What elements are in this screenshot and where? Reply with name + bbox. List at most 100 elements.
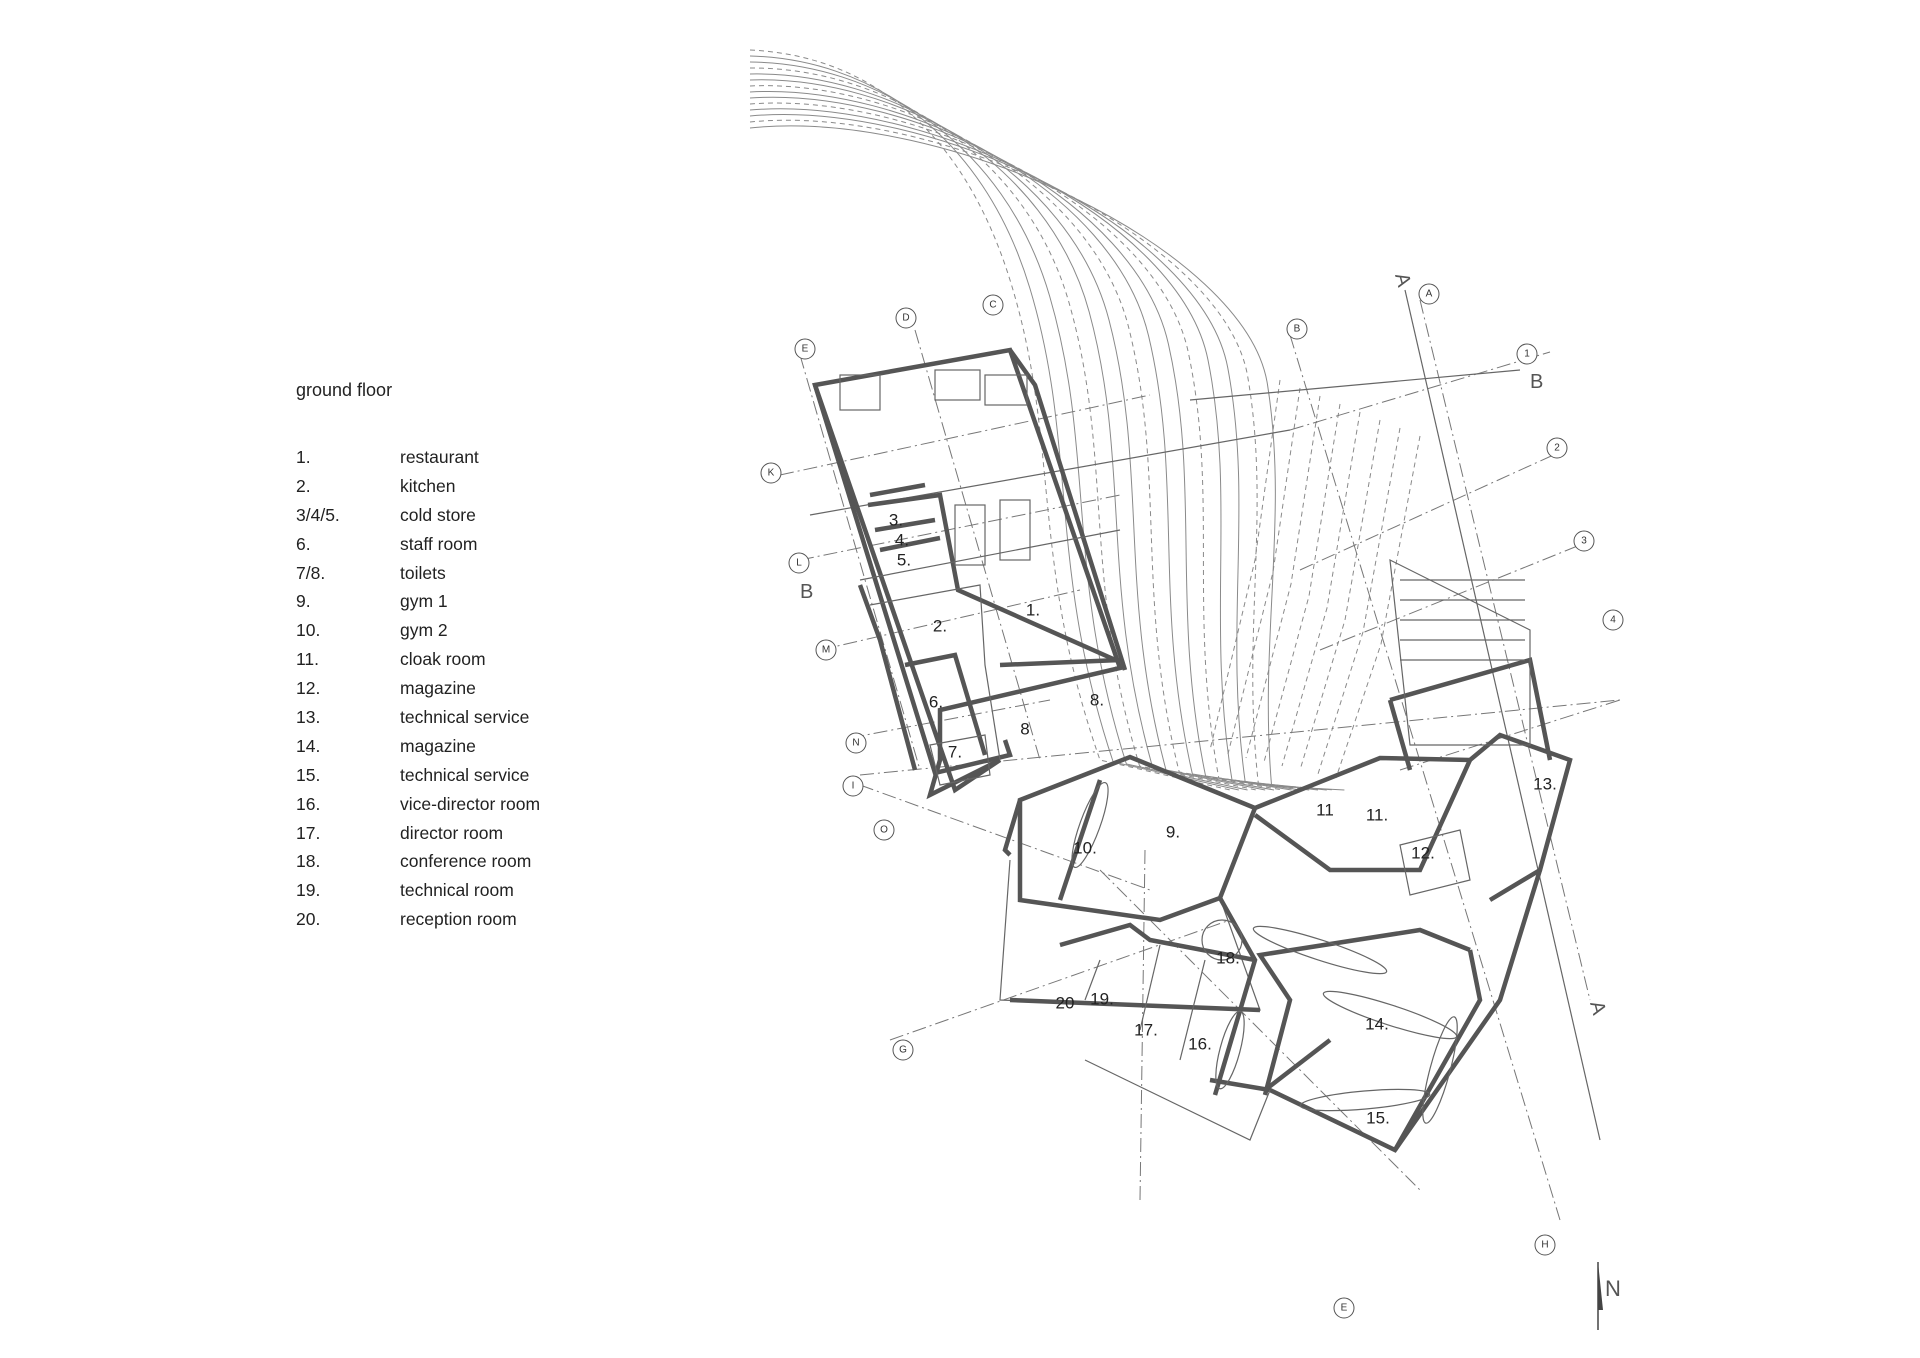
contour-line <box>749 73 1266 791</box>
section-mark: B <box>800 581 813 603</box>
legend-item-number: 20. <box>296 909 321 930</box>
legend-item-name: vice-director room <box>400 793 541 814</box>
room-label: 8. <box>1090 691 1104 710</box>
room-label: 4. <box>895 531 909 550</box>
contour-line <box>1281 411 1361 767</box>
grid-bubble: I <box>842 775 864 797</box>
legend-item-number: 7/8. <box>296 562 326 583</box>
legend-item: 15.technical service <box>296 761 616 790</box>
legend-item-number: 17. <box>296 822 321 843</box>
grid-bubble: C <box>982 294 1004 316</box>
contour-line <box>749 85 1283 791</box>
room-label: 17. <box>1134 1021 1158 1040</box>
contour-line <box>1317 427 1401 775</box>
section-marks: A B B A <box>800 271 1610 1018</box>
legend-item-name: technical service <box>400 706 530 727</box>
room-label: 2. <box>933 617 947 636</box>
grid-axes <box>779 289 1621 1221</box>
grid-bubble-label: O <box>880 825 888 836</box>
legend-item: 1. restaurant <box>296 443 616 472</box>
legend-item-number: 9. <box>296 591 311 612</box>
legend-item-name: conference room <box>400 851 532 872</box>
contour-line <box>1209 379 1281 751</box>
grid-bubble-label: 1 <box>1524 349 1530 360</box>
legend-item-name: cloak room <box>400 649 486 670</box>
legend-item: 6. staff room <box>296 530 616 559</box>
legend-item-name: staff room <box>400 533 478 554</box>
grid-bubble-label: B <box>1294 324 1301 335</box>
grid-bubble: H <box>1534 1234 1556 1256</box>
legend-item: 18.conference room <box>296 847 616 876</box>
legend-item-name: technical service <box>400 764 530 785</box>
legend-item-number: 1. <box>296 446 311 467</box>
legend-title: ground floor <box>296 380 393 400</box>
legend-item-name: kitchen <box>400 475 456 496</box>
legend-item-name: reception room <box>400 909 517 930</box>
grid-bubble: A <box>1418 283 1440 305</box>
north-label: N <box>1605 1276 1621 1301</box>
legend: ground floor 1. restaurant 2.kitchen 3/4/5.… <box>296 380 616 934</box>
grid-bubble: O <box>873 819 895 841</box>
grid-bubble: G <box>892 1039 914 1061</box>
room-label: 20 <box>1056 994 1075 1013</box>
room-label: 13. <box>1533 775 1557 794</box>
legend-item-number: 11. <box>296 649 320 670</box>
room-label: 19. <box>1090 990 1114 1009</box>
room-label: 9. <box>1166 823 1180 842</box>
legend-item-number: 3/4/5. <box>296 504 340 525</box>
grid-bubble: K <box>760 462 782 484</box>
grid-bubble: 3 <box>1573 530 1595 552</box>
legend-item-name: gym 1 <box>400 591 448 612</box>
legend-item-number: 6. <box>296 533 311 554</box>
legend-item: 2.kitchen <box>296 472 616 501</box>
legend-item-name: magazine <box>400 735 476 756</box>
grid-bubble-label: E <box>1341 1303 1348 1314</box>
grid-bubble: L <box>788 552 810 574</box>
grid-bubble: E <box>1333 1297 1355 1319</box>
contour-line <box>749 96 1301 791</box>
legend-item-name: cold store <box>400 504 476 525</box>
contour-line <box>1263 403 1341 763</box>
legend-item-name: magazine <box>400 678 476 699</box>
legend-item-name: restaurant <box>400 446 479 467</box>
contour-line <box>749 119 1336 791</box>
room-label: 12. <box>1411 844 1435 863</box>
grid-bubble-label: E <box>802 344 809 355</box>
room-label: 11. <box>1366 806 1388 825</box>
grid-bubble: E <box>794 338 816 360</box>
legend-item: 19.technical room <box>296 876 616 905</box>
legend-item: 10.gym 2 <box>296 616 616 645</box>
legend-item-number: 19. <box>296 880 321 901</box>
legend-item-number: 13. <box>296 706 321 727</box>
room-labels: 1. 2. 3. 4. 5. 6. 7. 8 8. 9. 10. 11 11. … <box>889 511 1557 1128</box>
contour-line <box>1335 435 1421 779</box>
grid-bubble-label: K <box>768 468 775 479</box>
grid-bubble-label: G <box>899 1045 907 1056</box>
legend-item-name: toilets <box>400 562 446 583</box>
grid-bubble-label: H <box>1541 1240 1548 1251</box>
legend-item: 11. cloak room <box>296 645 616 674</box>
contour-line <box>749 114 1327 791</box>
south-building <box>999 558 1573 1153</box>
legend-item-name: gym 2 <box>400 620 448 641</box>
legend-item: 7/8. toilets <box>296 559 616 588</box>
room-label: 15. <box>1366 1109 1390 1128</box>
section-mark: A <box>1390 271 1415 290</box>
room-label: 8 <box>1020 720 1029 739</box>
grid-bubble: 2 <box>1546 437 1568 459</box>
contour-line <box>1245 395 1321 759</box>
grid-bubble-label: 4 <box>1610 615 1616 626</box>
restaurant-block <box>812 347 1128 800</box>
room-label: 18. <box>1216 949 1240 968</box>
contour-lines <box>749 49 1421 791</box>
room-label: 3. <box>889 511 903 530</box>
grid-bubble-label: N <box>852 738 859 749</box>
legend-item-number: 14. <box>296 735 321 756</box>
grid-bubble-label: 2 <box>1554 443 1560 454</box>
contour-line <box>749 67 1257 791</box>
room-label: 6. <box>929 693 943 712</box>
contour-line <box>749 79 1275 791</box>
grid-bubble: M <box>815 639 837 661</box>
legend-item: 12.magazine <box>296 674 616 703</box>
